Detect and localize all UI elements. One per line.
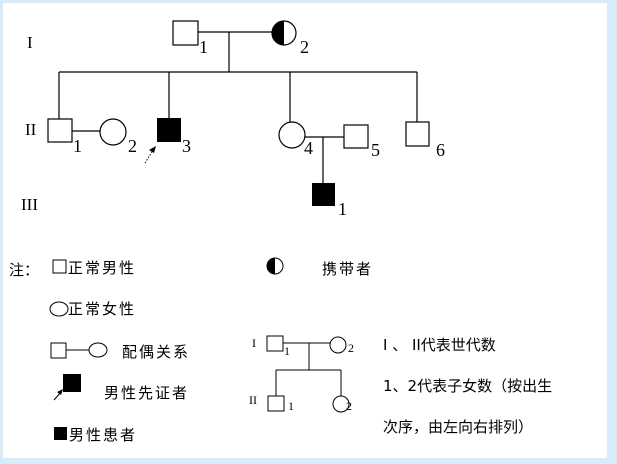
- legend-affected-male-label: 男性患者: [69, 426, 137, 444]
- legend-explain-line3: 次序，由左向右排列）: [383, 418, 533, 436]
- I-2-carrier-female-icon: [271, 20, 297, 46]
- generation-label-I: I: [27, 33, 33, 52]
- II-6-normal-male-icon: [405, 121, 430, 147]
- I-1-number: 1: [199, 37, 208, 57]
- II-2-normal-female-icon: [99, 118, 127, 146]
- pedigree-svg: 1 2 1 2 3 4 5 6 1 I II III 注： 正常男性 正常女性 …: [9, 20, 552, 444]
- example-gen-II: II: [249, 393, 257, 407]
- example-female-icon: [329, 336, 347, 354]
- II-3-affected-male-icon: [157, 118, 181, 142]
- legend-affected-male-icon: [54, 427, 67, 440]
- legend-proband-icon: [53, 374, 81, 401]
- III-1-number: 1: [338, 199, 347, 219]
- II-4-normal-female-icon: [278, 121, 306, 149]
- example-child-female-icon: [332, 395, 350, 413]
- legend-note-label: 注：: [9, 261, 39, 279]
- II-1-normal-male-icon: [47, 118, 73, 143]
- legend-spouse-label: 配偶关系: [122, 343, 190, 361]
- example-n2: 2: [348, 341, 354, 355]
- legend-example-pedigree: I 1 2 II 1 2: [249, 335, 354, 413]
- II-6-number: 6: [436, 140, 445, 160]
- II-5-normal-male-icon: [343, 124, 369, 149]
- II-3-number: 3: [182, 136, 191, 156]
- legend-normal-female-icon: [49, 301, 69, 317]
- I-1-normal-male-icon: [172, 20, 199, 46]
- example-male-icon: [266, 335, 284, 352]
- example-gen-I: I: [252, 336, 256, 350]
- legend-spouse-icon: [50, 342, 108, 359]
- example-n1: 1: [284, 344, 290, 358]
- II-2-number: 2: [128, 136, 137, 156]
- pedigree-diagram: 1 2 1 2 3 4 5 6 1 I II III 注： 正常男性 正常女性 …: [3, 3, 607, 458]
- generation-label-II: II: [25, 120, 37, 139]
- generation-label-III: III: [21, 195, 38, 214]
- legend-normal-male-icon: [52, 259, 67, 274]
- legend-explain-line1: I 、 II代表世代数: [383, 336, 496, 354]
- proband-arrow-icon: [144, 146, 156, 164]
- legend-normal-male-label: 正常男性: [68, 259, 136, 277]
- legend-explain-line2: 1、2代表子女数（按出生: [383, 377, 552, 395]
- legend-carrier-label: 携带者: [322, 260, 373, 278]
- III-1-affected-male-icon: [312, 183, 335, 206]
- legend-carrier-icon: [266, 257, 284, 275]
- I-2-number: 2: [300, 37, 309, 57]
- example-c2: 2: [346, 399, 352, 413]
- legend-normal-female-label: 正常女性: [68, 300, 136, 318]
- legend-proband-label: 男性先证者: [104, 384, 189, 402]
- example-child-male-icon: [267, 395, 285, 412]
- II-4-number: 4: [304, 138, 313, 158]
- example-c1: 1: [288, 399, 294, 413]
- II-5-number: 5: [371, 140, 380, 160]
- II-1-number: 1: [73, 136, 82, 156]
